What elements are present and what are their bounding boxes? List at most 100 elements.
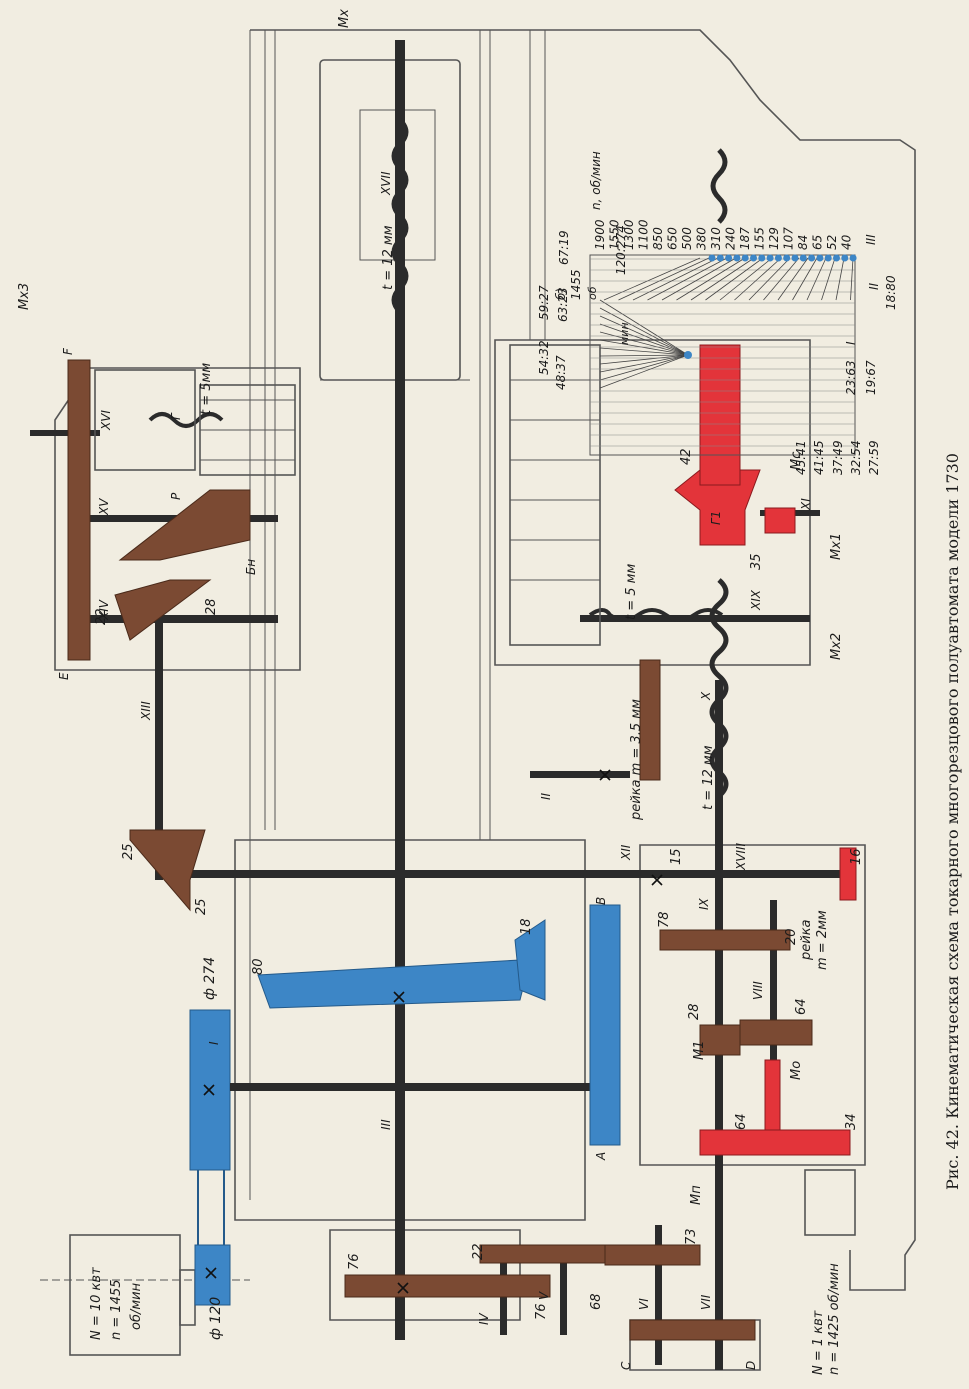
gear-label-68: 68 <box>589 1293 604 1310</box>
speed-node <box>774 254 782 262</box>
chart-shaft-speed: 1455 <box>569 269 583 300</box>
letter-A: A <box>594 1152 608 1161</box>
motor-speed-label: n = 1455 <box>109 1280 124 1340</box>
speed-ray <box>599 354 689 381</box>
motor-power-label: N = 10 квт <box>89 1267 104 1340</box>
chart-units-bottom: мин <box>618 322 631 345</box>
shaft-label-IV: IV <box>477 1312 491 1325</box>
motor-units-label: об/мин <box>129 1282 144 1330</box>
chart-units-top: об <box>586 286 599 300</box>
shaft-VII <box>715 1340 723 1370</box>
gear-label-20: 20 <box>784 928 799 945</box>
shaft-XIX <box>580 615 810 622</box>
gear-78-20 <box>659 929 791 951</box>
speed-diagonal <box>676 257 746 301</box>
shaft-label-XIII: XIII <box>139 701 153 721</box>
lead-x-label: t = 12 мм <box>701 745 716 810</box>
gear-label-28a: 28 <box>687 1003 702 1020</box>
gear-label-25b: 25 <box>194 898 209 915</box>
aux-motor <box>804 1169 856 1236</box>
chart-ratio-27-59: 27:59 <box>867 440 881 475</box>
chart-ratio-45-41: 45:41 <box>794 440 808 475</box>
shaft-label-IX: IX <box>697 897 711 910</box>
speed-value: 84 <box>796 235 810 250</box>
chart-ratio-54-32: 54:32 <box>537 340 551 375</box>
letter-C: C <box>619 1361 633 1370</box>
speed-node <box>716 254 724 262</box>
brown-gears <box>67 359 813 1341</box>
speed-value: 52 <box>825 235 839 250</box>
pulley-120-label: ф 120 <box>208 1297 224 1340</box>
speed-node <box>741 254 749 262</box>
shaft-I <box>230 1083 610 1091</box>
speed-value: 240 <box>724 227 738 250</box>
chart-label-b: б) <box>554 288 568 300</box>
belt-drive: ф 274 ф 120 <box>189 957 231 1340</box>
chart-ratio-41-45: 41:45 <box>812 440 826 475</box>
gear-64b-34 <box>699 1129 851 1156</box>
lead-main-label: t = 12 мм <box>381 225 396 290</box>
gear-C-D <box>629 1319 756 1341</box>
clutch-label-Mc: Мс <box>789 452 804 470</box>
chart-ratio-63-23: 63:23 <box>556 287 570 322</box>
aux-motor-speed: n = 1425 об/мин <box>827 1263 842 1375</box>
gear-label-22: 22 <box>471 1243 486 1260</box>
speed-node <box>841 254 849 262</box>
speed-diagonal <box>647 257 728 301</box>
letter-D: D <box>744 1361 758 1370</box>
gear-76a <box>344 1274 551 1298</box>
blue-gears <box>257 769 621 1146</box>
speed-diagonal <box>821 257 836 301</box>
gear-label-16: 16 <box>849 848 864 865</box>
chart-ratio-37-49: 37:49 <box>831 440 845 475</box>
speed-diagonal <box>748 257 791 301</box>
speed-value: 187 <box>738 227 752 250</box>
figure-caption: Рис. 42. Кинематическая схема токарного … <box>943 453 962 1190</box>
shaft-label-XV: XV <box>97 498 111 516</box>
speed-value: 107 <box>782 227 796 250</box>
chart-ratio-59-27: 59:27 <box>537 285 551 320</box>
shaft-label-XVI: XVI <box>99 410 113 431</box>
gear-label-76a: 76 <box>347 1253 362 1270</box>
chart-stage-III: III <box>864 234 878 245</box>
speed-ray <box>599 339 689 356</box>
chart-n-label: n, об/мин <box>589 151 603 210</box>
speed-value: 155 <box>753 227 767 250</box>
labels: I II III IV V VI VII VIII IX X XI XII XI… <box>17 9 898 1375</box>
lead-screws <box>148 118 729 798</box>
speed-hub-node <box>684 351 692 359</box>
chart-ratio-23-63: 23:63 <box>844 360 858 395</box>
gear-G1 <box>699 344 741 486</box>
handle-label-Mx: Мх <box>337 9 352 28</box>
shaft-label-XIV: XIV <box>97 599 111 621</box>
shaft-XII-XVIII <box>185 870 855 878</box>
speed-node <box>783 254 791 262</box>
gear-64a <box>739 1019 813 1046</box>
shaft-III-spindle <box>395 40 405 1340</box>
cross-slide <box>94 344 601 646</box>
chart-ratio-32-54: 32:54 <box>849 440 863 475</box>
speed-node <box>833 254 840 262</box>
shaft-X <box>715 680 723 1340</box>
letter-G1: Г1 <box>709 511 723 525</box>
gear-label-80: 80 <box>251 958 266 975</box>
speed-value: 1900 <box>593 219 607 250</box>
rack-3-5 <box>639 659 661 781</box>
speed-value: 40 <box>840 234 854 250</box>
speed-node <box>808 254 816 262</box>
gear-label-64a: 64 <box>794 998 809 1015</box>
gear-label-35: 35 <box>749 553 764 570</box>
gear-28a <box>699 1024 741 1056</box>
speed-value: 1300 <box>622 219 636 250</box>
speed-diagonal <box>835 257 845 301</box>
shaft-label-XI: XI <box>799 498 813 511</box>
handle-label-Mx3: Мх3 <box>17 283 32 310</box>
speed-ray <box>599 307 689 356</box>
speed-value: 310 <box>709 227 723 250</box>
speed-diagonal <box>690 257 755 301</box>
clutch-label-Mp: Мп <box>689 1185 704 1205</box>
letter-F: F <box>61 347 75 355</box>
speed-value: 850 <box>651 227 665 250</box>
